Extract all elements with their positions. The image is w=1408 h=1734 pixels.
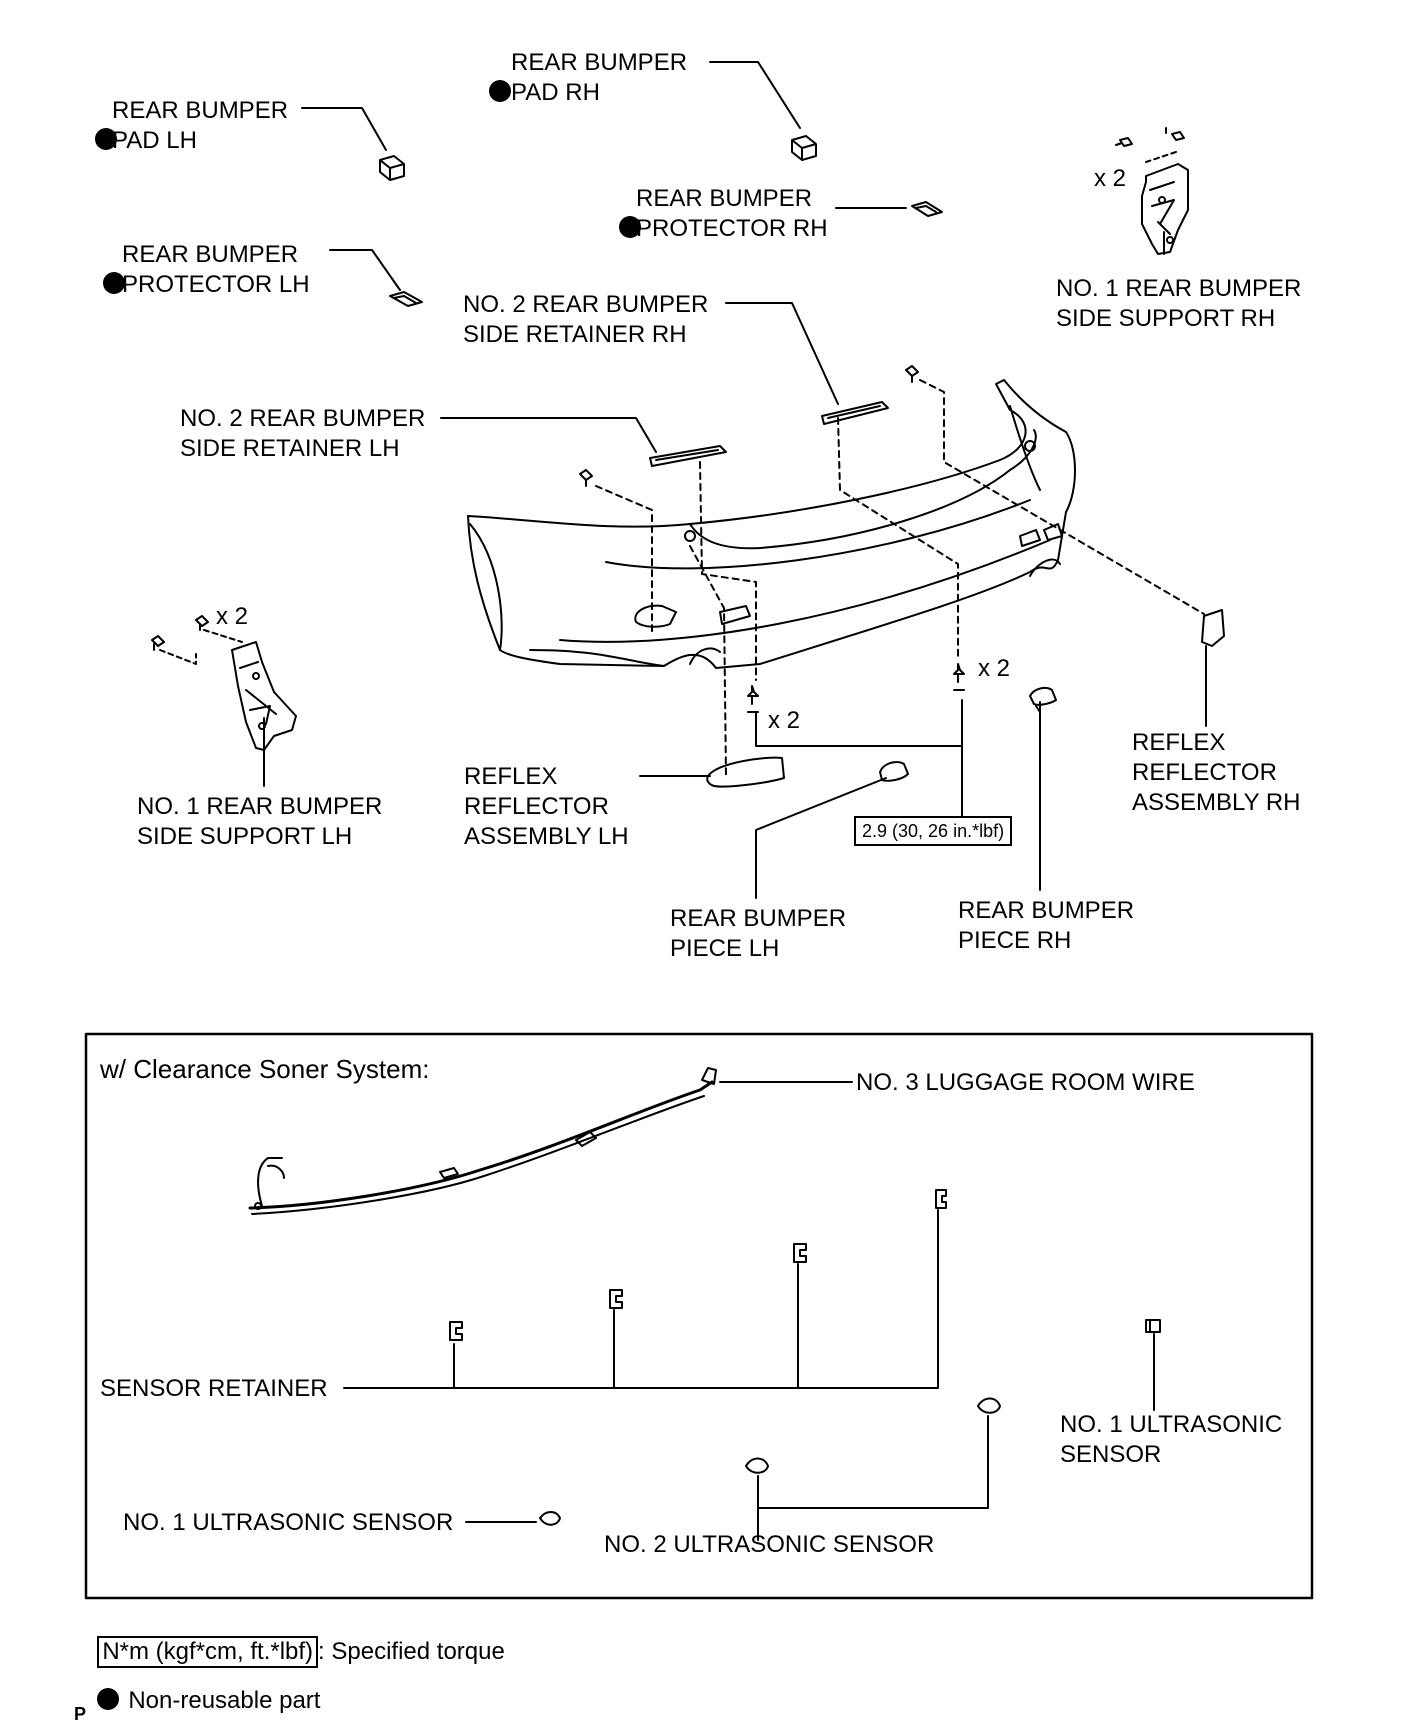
legend-non-reusable: Non-reusable part — [84, 1656, 320, 1716]
label-reflex-reflector-lh: REFLEX REFLECTOR ASSEMBLY LH — [464, 763, 629, 850]
non-reusable-dot-icon — [103, 272, 126, 294]
legend-non-reusable-text: Non-reusable part — [128, 1687, 321, 1714]
leader-lines — [263, 61, 1207, 899]
non-reusable-dot-icon — [489, 80, 512, 102]
sensor-retainers — [449, 1189, 947, 1341]
qty-bolts-left: x 2 — [768, 707, 801, 734]
pad-lh-part — [379, 155, 405, 181]
bumper-piece-lh-part — [879, 761, 909, 782]
label-luggage-room-wire: NO. 3 LUGGAGE ROOM WIRE — [856, 1069, 1195, 1096]
pad-rh-part — [791, 135, 817, 161]
label-side-retainer-lh: NO. 2 REAR BUMPER SIDE RETAINER LH — [180, 405, 426, 462]
sonar-section-frame — [84, 1032, 1314, 1600]
side-retainer-lh-part — [649, 445, 727, 467]
reflex-reflector-rh-part — [1201, 609, 1225, 647]
label-side-support-lh: NO. 1 REAR BUMPER SIDE SUPPORT LH — [137, 793, 383, 850]
label-bumper-piece-lh: REAR BUMPER PIECE LH — [670, 905, 847, 962]
legend-torque-unit: N*m (kgf*cm, ft.*lbf) — [97, 1636, 319, 1668]
side-support-lh-part — [151, 615, 297, 751]
protector-rh-part — [911, 201, 943, 217]
label-rear-bumper-pad-lh: REAR BUMPER PAD LH — [82, 96, 288, 156]
torque-spec-box: 2.9 (30, 26 in.*lbf) — [854, 816, 1013, 846]
sonar-section-title: w/ Clearance Soner System: — [100, 1054, 430, 1084]
assembly-lines — [595, 379, 1205, 777]
label-side-retainer-rh: NO. 2 REAR BUMPER SIDE RETAINER RH — [463, 291, 709, 348]
label-ultrasonic-sensor-1-right: NO. 1 ULTRASONIC SENSOR — [1060, 1411, 1283, 1468]
label-side-support-rh: NO. 1 REAR BUMPER SIDE SUPPORT RH — [1056, 275, 1302, 332]
rear-bumper-cover — [467, 379, 1076, 669]
non-reusable-dot-icon — [97, 1688, 120, 1710]
label-ultrasonic-sensor-1-left: NO. 1 ULTRASONIC SENSOR — [123, 1509, 454, 1536]
label-sensor-retainer: SENSOR RETAINER — [100, 1375, 328, 1402]
qty-side-support-lh: x 2 — [216, 603, 249, 630]
label-rear-bumper-protector-lh: REAR BUMPER PROTECTOR LH — [90, 240, 310, 300]
sonar-leader-lines — [343, 1081, 1155, 1541]
bumper-piece-rh-part — [1029, 687, 1057, 706]
label-ultrasonic-sensor-2: NO. 2 ULTRASONIC SENSOR — [604, 1531, 935, 1558]
legend-torque: N*m (kgf*cm, ft.*lbf): Specified torque — [84, 1606, 505, 1668]
protector-lh-part — [389, 291, 423, 307]
qty-bolts-right: x 2 — [978, 655, 1011, 682]
side-retainer-rh-part — [821, 401, 889, 425]
reflex-reflector-lh-part — [706, 756, 785, 788]
luggage-room-wire-part — [248, 1067, 717, 1215]
label-rear-bumper-pad-rh: REAR BUMPER PAD RH — [476, 48, 687, 108]
page-code: P — [74, 1704, 87, 1724]
label-rear-bumper-protector-rh: REAR BUMPER PROTECTOR RH — [606, 184, 828, 244]
label-reflex-reflector-rh: REFLEX REFLECTOR ASSEMBLY RH — [1132, 729, 1301, 816]
ultrasonic-sensors — [539, 1319, 1161, 1526]
qty-side-support-rh: x 2 — [1094, 165, 1127, 192]
legend-torque-text: : Specified torque — [318, 1638, 505, 1665]
non-reusable-dot-icon — [95, 128, 118, 150]
label-bumper-piece-rh: REAR BUMPER PIECE RH — [958, 897, 1135, 954]
non-reusable-dot-icon — [619, 216, 642, 238]
side-support-rh-part — [1115, 127, 1189, 255]
